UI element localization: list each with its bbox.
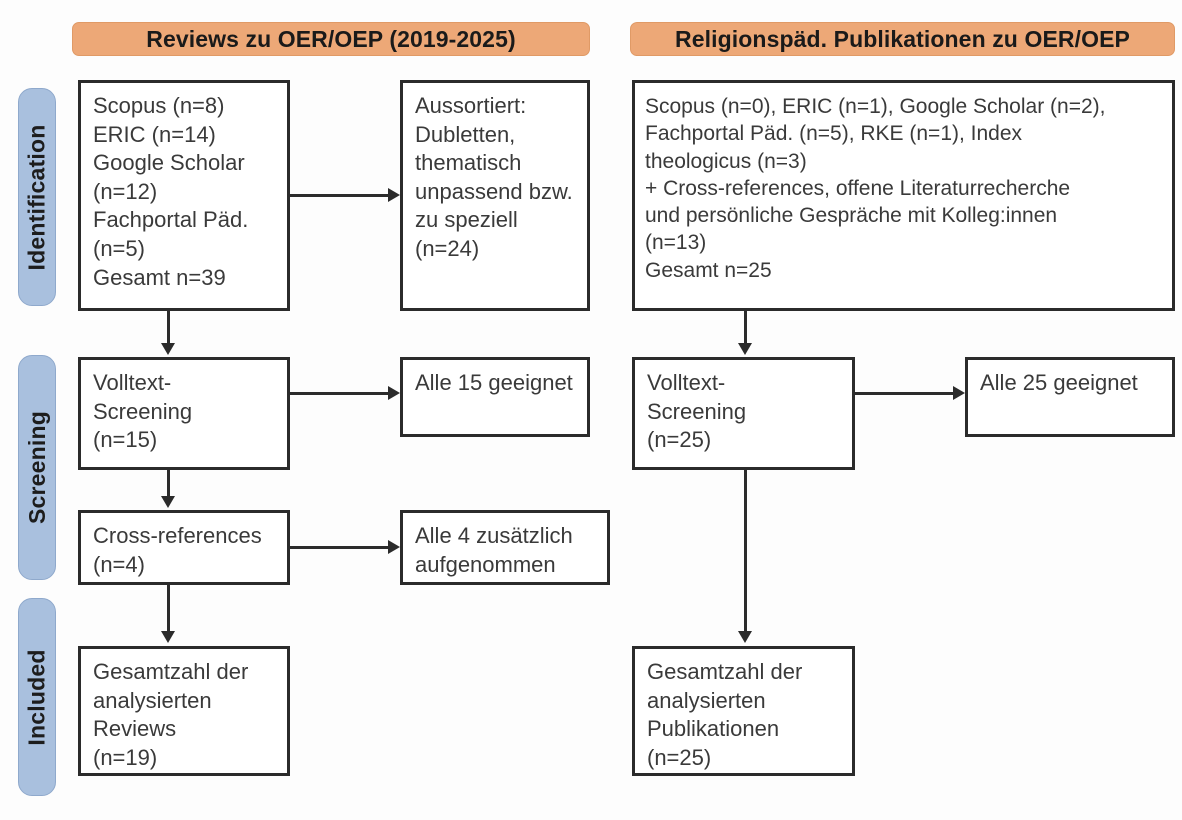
stage-label-screening: Screening [23,410,50,525]
box-left-cross-references: Cross-references (n=4) [78,510,290,585]
stage-label-identification: Identification [23,124,50,270]
stage-pill-screening: Screening [18,355,56,580]
connector-left-fulltext-to-suitable [290,392,390,395]
stage-label-included: Included [23,648,50,746]
connector-right-sources-to-fulltext [744,311,747,345]
arrowhead-left-crossrefs-to-added [388,540,400,554]
arrowhead-left-crossrefs-to-included [161,631,175,643]
box-left-all-added: Alle 4 zusätzlich aufgenommen [400,510,610,585]
connector-left-fulltext-to-crossrefs [167,470,170,498]
box-left-all-suitable: Alle 15 geeignet [400,357,590,437]
box-left-excluded: Aussortiert: Dubletten, thematisch unpas… [400,80,590,311]
connector-right-fulltext-to-included [744,470,747,633]
arrowhead-left-sources-to-fulltext [161,343,175,355]
arrowhead-left-fulltext-to-suitable [388,386,400,400]
column-header-reviews: Reviews zu OER/OEP (2019-2025) [72,22,590,56]
arrowhead-left-fulltext-to-crossrefs [161,496,175,508]
arrowhead-right-fulltext-to-suitable [953,386,965,400]
arrowhead-right-fulltext-to-included [738,631,752,643]
connector-left-crossrefs-to-added [290,546,390,549]
box-right-fulltext-screening: Volltext- Screening (n=25) [632,357,855,470]
connector-left-sources-to-fulltext [167,311,170,345]
stage-pill-identification: Identification [18,88,56,306]
connector-right-fulltext-to-suitable [855,392,955,395]
arrowhead-right-sources-to-fulltext [738,343,752,355]
column-header-publikationen: Religionspäd. Publikationen zu OER/OEP [630,22,1175,56]
stage-pill-included: Included [18,598,56,796]
box-right-identification-sources: Scopus (n=0), ERIC (n=1), Google Scholar… [632,80,1175,311]
box-left-identification-sources: Scopus (n=8) ERIC (n=14) Google Scholar … [78,80,290,311]
box-right-included-total: Gesamtzahl der analysierten Publikatione… [632,646,855,776]
connector-left-sources-to-excluded [290,194,390,197]
box-left-fulltext-screening: Volltext- Screening (n=15) [78,357,290,470]
box-right-all-suitable: Alle 25 geeignet [965,357,1175,437]
arrowhead-left-sources-to-excluded [388,188,400,202]
connector-left-crossrefs-to-included [167,585,170,633]
box-left-included-total: Gesamtzahl der analysierten Reviews (n=1… [78,646,290,776]
